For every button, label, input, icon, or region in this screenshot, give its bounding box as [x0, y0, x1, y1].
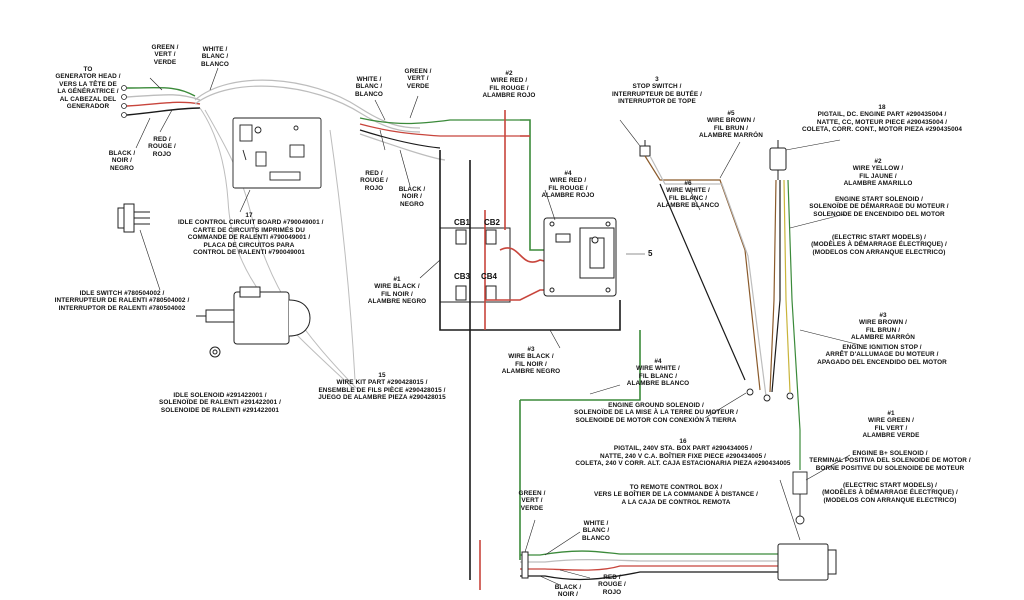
label-black-left: BLACK /NOIR /NEGRO	[108, 150, 136, 172]
label-idle-switch: IDLE SWITCH #780504002 /INTERRUPTEUR DE …	[54, 290, 190, 312]
engine-stop-module	[543, 217, 617, 297]
dc-pigtail-connector	[769, 140, 787, 180]
label-red-left: RED /ROUGE /ROJO	[148, 136, 176, 158]
leader-lines	[135, 67, 861, 586]
ring-terminals-right	[746, 388, 808, 525]
idle-solenoid	[196, 286, 311, 358]
breaker-panel	[439, 227, 511, 303]
right-harness-wires	[644, 155, 801, 470]
label-electric-start-2: (ELECTRIC START MODELS) /(MODÈLES À DÉMA…	[822, 482, 958, 504]
label-idle-solenoid: IDLE SOLENOID #291422001 /SOLENOÏDE DE R…	[159, 392, 281, 414]
harness-frame	[439, 110, 641, 590]
generator-head-terminals	[121, 85, 127, 118]
label-ignition-stop: ENGINE IGNITION STOP /ARRÊT D'ALLUMAGE D…	[817, 344, 947, 366]
callout-5: 5	[648, 249, 653, 258]
label-black-bottom: BLACK /NOIR /	[554, 584, 582, 599]
label-white-top-left: WHITE /BLANC /BLANCO	[201, 46, 229, 68]
idle-switch	[117, 203, 150, 233]
label-white-center: WHITE /BLANC /BLANCO	[355, 76, 383, 98]
pigtail-240v-wires	[520, 550, 780, 581]
label-engine-start-solenoid: ENGINE START SOLENOID /SOLENOÏDE DE DÉMA…	[809, 196, 949, 218]
stop-switch	[639, 140, 651, 157]
label-terminal-positive: ENGINE B+ SOLENOID /TERMINAL POSITIVA DE…	[809, 450, 971, 472]
label-green-center: GREEN /VERT /VERDE	[404, 68, 432, 90]
label-green-bottom: GREEN /VERT /VERDE	[518, 490, 546, 512]
label-red-bottom: RED /ROUGE /ROJO	[598, 574, 626, 596]
label-electric-start-1: (ELECTRIC START MODELS) /(MODÈLES À DÉMA…	[811, 234, 947, 256]
idle-control-board	[232, 117, 322, 189]
breaker-cb1: CB1	[454, 218, 471, 227]
label-ground-solenoid: ENGINE GROUND SOLENOID /SOLENOÏDE DE LA …	[574, 402, 738, 424]
label-remote-box: TO REMOTE CONTROL BOX /VERS LE BOÎTIER D…	[593, 484, 759, 506]
breaker-cb3: CB3	[454, 272, 471, 281]
harness-bundle-vertical	[199, 107, 361, 393]
breaker-cb2: CB2	[484, 218, 501, 227]
label-red-center: RED /ROUGE /ROJO	[360, 170, 388, 192]
label-green-top-left: GREEN /VERT /VERDE	[151, 44, 179, 66]
generator-head-wires	[126, 86, 201, 116]
pigtail-240v-box	[521, 543, 837, 581]
breaker-cb4: CB4	[481, 272, 498, 281]
label-black-center: BLACK /NOIR /NEGRO	[398, 186, 426, 208]
label-white-bottom: WHITE /BLANC /BLANCO	[582, 520, 610, 542]
